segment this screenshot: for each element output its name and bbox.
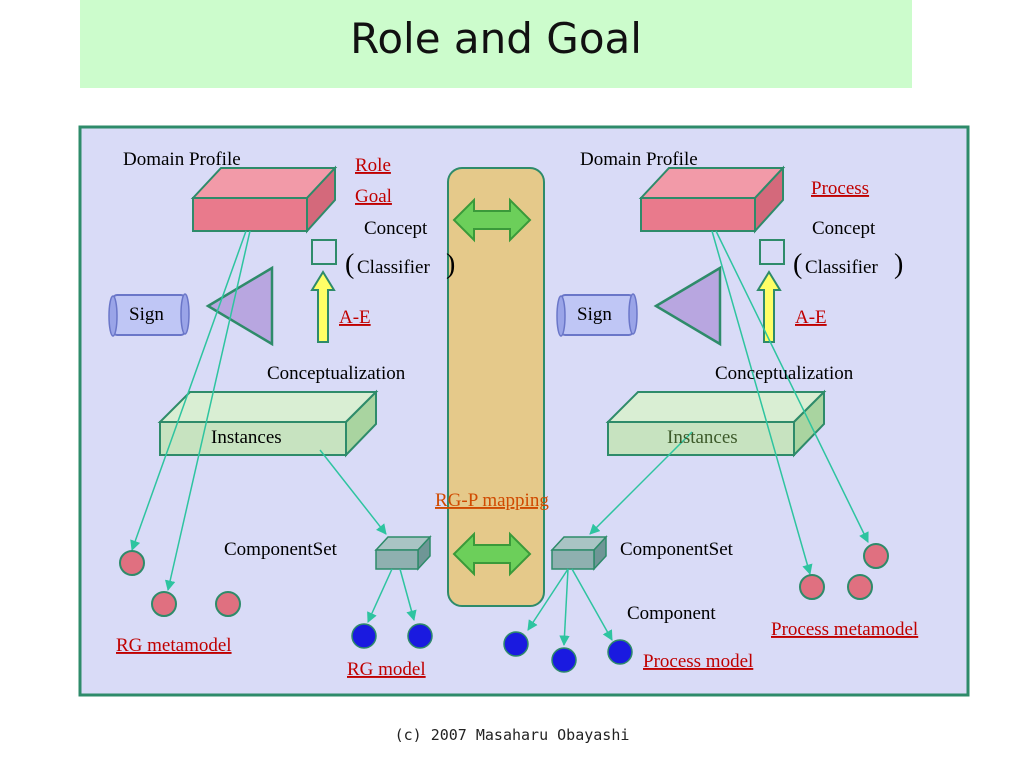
rg-metamodel-instance xyxy=(119,550,145,576)
mapping-column xyxy=(447,167,545,607)
left-component-set-label: ComponentSet xyxy=(224,539,338,560)
left-concept-label: Concept xyxy=(364,218,428,239)
left-conceptualization-label: Conceptualization xyxy=(267,363,406,384)
left-instances-box xyxy=(157,389,379,458)
rg-model-instance xyxy=(351,623,377,649)
role-link[interactable]: Role xyxy=(355,155,391,176)
double-arrow-icon xyxy=(452,531,532,577)
title-bar: Role and Goal xyxy=(80,0,912,88)
rg-metamodel-instance xyxy=(151,591,177,617)
right-concept-square xyxy=(759,239,785,265)
right-component-label: Component xyxy=(627,603,716,624)
process-model-instance xyxy=(607,639,633,665)
left-link-arrows xyxy=(130,230,417,623)
rg-metamodel-instance xyxy=(215,591,241,617)
right-classifier-label: Classifier xyxy=(805,257,878,278)
scroll-icon xyxy=(556,293,638,337)
right-component-set-label: ComponentSet xyxy=(620,539,734,560)
process-model-instance xyxy=(551,647,577,673)
right-component-set-box xyxy=(550,535,608,571)
left-paren-open: ( xyxy=(345,249,354,280)
up-arrow-icon xyxy=(310,270,336,343)
left-ae-link[interactable]: A-E xyxy=(339,307,371,328)
process-metamodel-instance xyxy=(863,543,889,569)
rg-metamodel-link[interactable]: RG metamodel xyxy=(116,635,232,656)
left-instances-label: Instances xyxy=(211,427,282,448)
right-paren-open: ( xyxy=(793,249,802,280)
scroll-icon xyxy=(108,293,190,337)
process-link[interactable]: Process xyxy=(811,178,869,199)
left-paren-close: ) xyxy=(446,249,455,280)
left-domain-profile-label: Domain Profile xyxy=(123,149,241,170)
right-paren-close: ) xyxy=(894,249,903,280)
rg-p-mapping-link[interactable]: RG-P mapping xyxy=(435,490,549,511)
slide-title: Role and Goal xyxy=(350,14,642,63)
copyright-footer: (c) 2007 Masaharu Obayashi xyxy=(394,726,630,744)
goal-link[interactable]: Goal xyxy=(355,186,392,207)
process-metamodel-instance xyxy=(799,574,825,600)
rg-model-instance xyxy=(407,623,433,649)
triangle-icon xyxy=(205,265,274,347)
rg-model-link[interactable]: RG model xyxy=(347,659,426,680)
right-conceptualization-label: Conceptualization xyxy=(715,363,854,384)
right-link-arrows xyxy=(527,230,869,647)
process-metamodel-instance xyxy=(847,574,873,600)
process-metamodel-link[interactable]: Process metamodel xyxy=(771,619,918,640)
triangle-icon xyxy=(653,265,722,347)
right-instances-label: Instances xyxy=(667,427,738,448)
right-sign-label: Sign xyxy=(577,304,612,325)
right-concept-label: Concept xyxy=(812,218,876,239)
process-model-instance xyxy=(503,631,529,657)
right-instances-box xyxy=(605,389,827,458)
left-concept-square xyxy=(311,239,337,265)
left-component-set-box xyxy=(374,535,432,571)
right-ae-link[interactable]: A-E xyxy=(795,307,827,328)
right-domain-profile-box xyxy=(638,165,786,234)
left-domain-profile-box xyxy=(190,165,338,234)
left-sign-label: Sign xyxy=(129,304,164,325)
process-model-link[interactable]: Process model xyxy=(643,651,753,672)
double-arrow-icon xyxy=(452,197,532,243)
right-domain-profile-label: Domain Profile xyxy=(580,149,698,170)
left-classifier-label: Classifier xyxy=(357,257,430,278)
up-arrow-icon xyxy=(756,270,782,343)
